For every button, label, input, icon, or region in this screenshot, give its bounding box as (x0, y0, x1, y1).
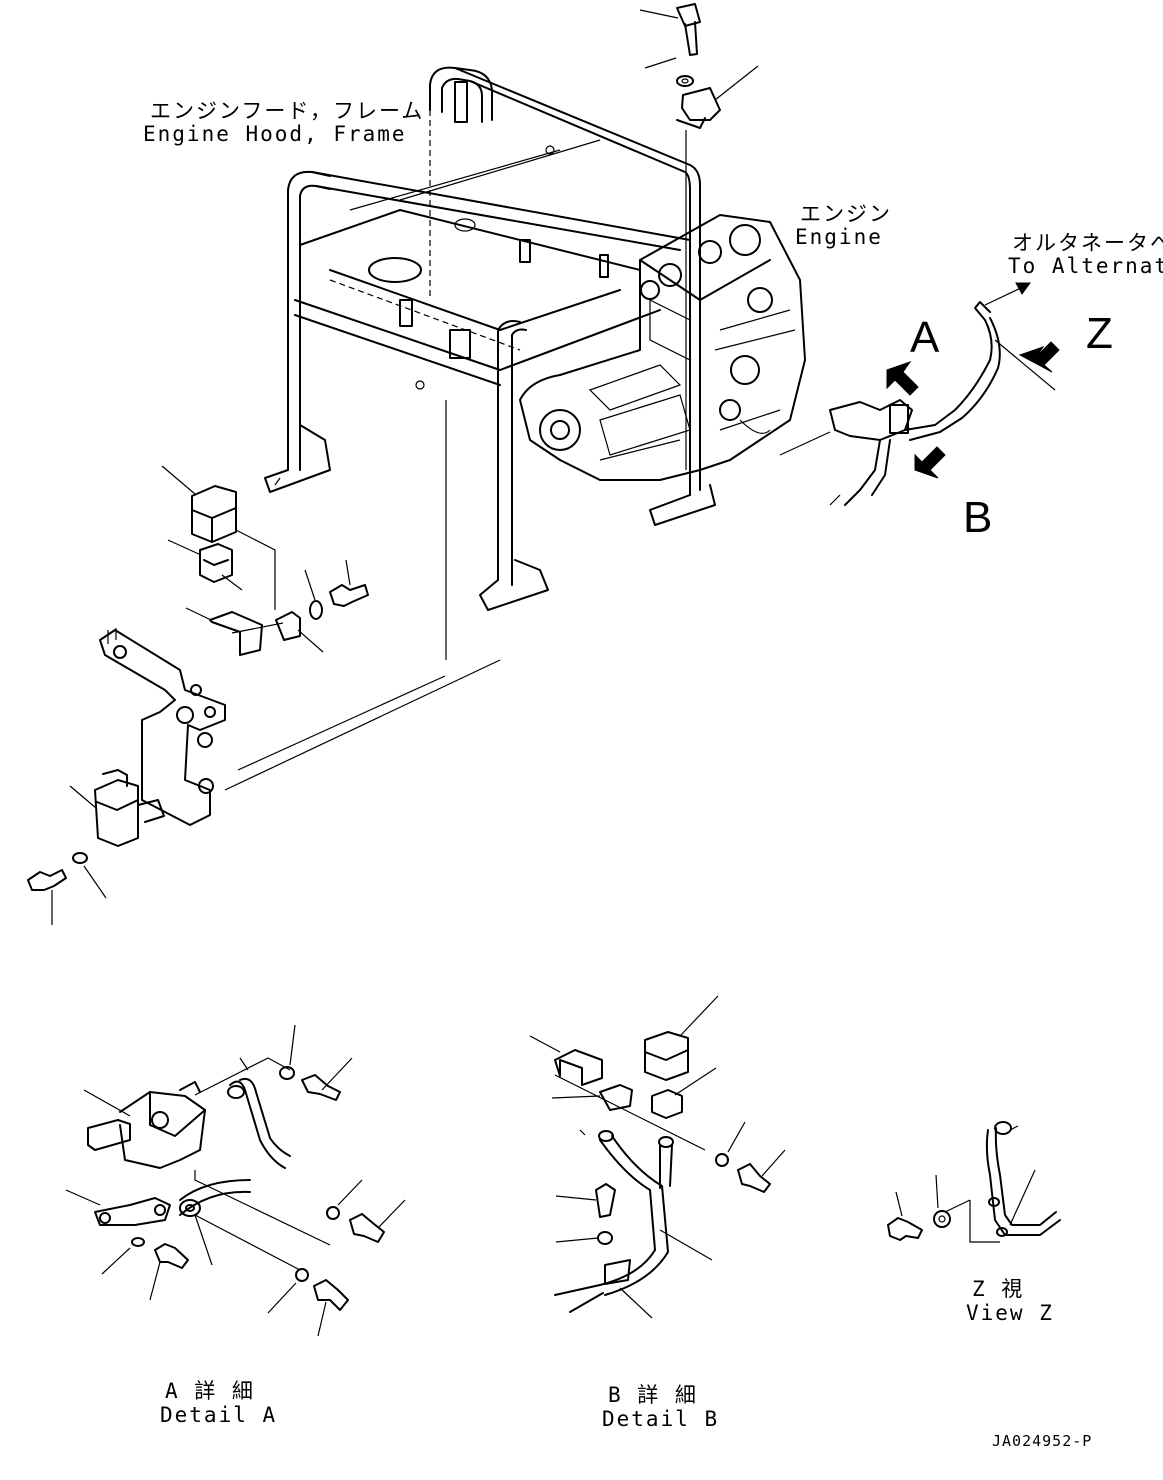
detail-a-label-en: Detail A (160, 1403, 278, 1427)
engine-label-en: Engine (795, 225, 883, 249)
view-z-drawing (887, 1121, 1061, 1243)
drawing-code: JA024952-P (992, 1432, 1093, 1450)
detail-a-drawing (65, 1024, 406, 1337)
view-z-label-jp: Z 視 (972, 1277, 1025, 1301)
view-z-marker: Z (1086, 309, 1113, 358)
engine-hood-frame-label-jp: エンジンフード，フレーム (150, 99, 425, 123)
view-a-marker: A (910, 313, 940, 362)
alternator-label-en: To Alternator (1008, 254, 1163, 278)
detail-a-label-jp: A 詳 細 (165, 1379, 255, 1403)
top-bolt-assembly (639, 3, 759, 470)
engine-label-jp: エンジン (800, 202, 892, 226)
view-z-label-en: View Z (966, 1301, 1054, 1325)
main-harness-drawing (779, 282, 1056, 506)
engine-hood-frame-label-en: Engine Hood, Frame (143, 122, 407, 146)
view-b-marker: B (963, 493, 993, 542)
relay-bracket-assembly (27, 400, 501, 925)
alternator-label-jp: オルタネータへ (1012, 231, 1163, 255)
detail-b-label-jp: B 詳 細 (608, 1383, 698, 1407)
engine-drawing (519, 214, 806, 481)
detail-b-drawing (529, 995, 786, 1319)
detail-b-label-en: Detail B (602, 1407, 720, 1431)
engine-hood-frame-drawing (264, 66, 716, 611)
view-arrows (886, 341, 1060, 479)
